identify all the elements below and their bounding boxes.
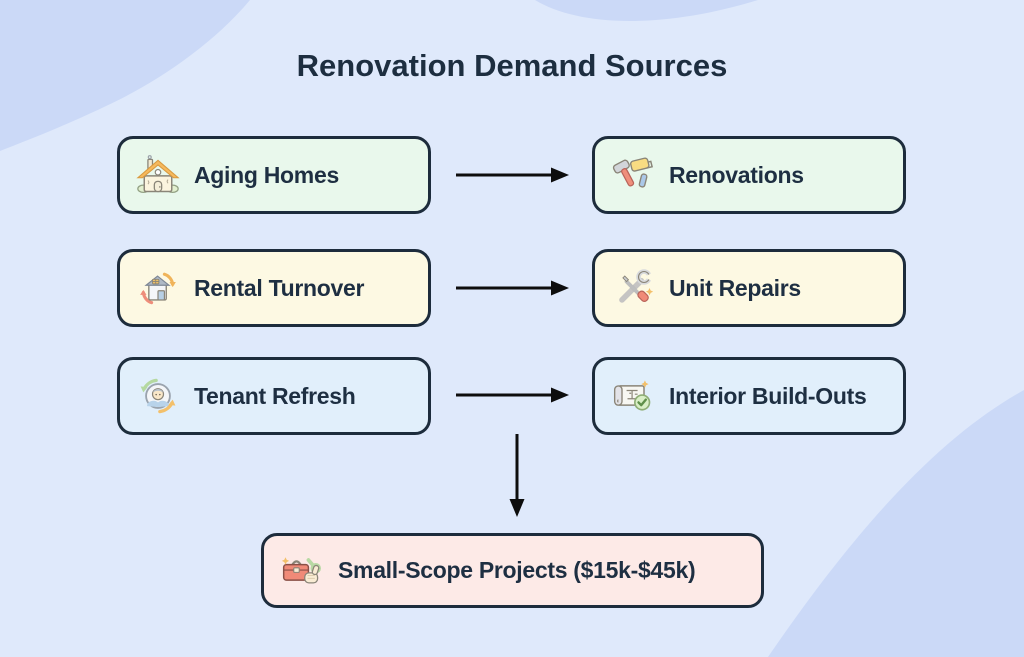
- box-label: Interior Build-Outs: [669, 382, 867, 409]
- aging-house-icon: [136, 153, 180, 197]
- box-unit-repairs: Unit Repairs: [592, 249, 906, 327]
- box-label: Tenant Refresh: [194, 382, 356, 409]
- box-label: Renovations: [669, 161, 804, 188]
- person-refresh-icon: [136, 374, 180, 418]
- box-rental-turnover: Rental Turnover: [117, 249, 431, 327]
- box-aging-homes: Aging Homes: [117, 136, 431, 214]
- box-small-scope-projects: Small-Scope Projects ($15k-$45k): [261, 533, 764, 608]
- diagram-title: Renovation Demand Sources: [296, 48, 728, 83]
- hammer-paint-roller-icon: [611, 153, 655, 197]
- toolbox-thumbs-up-icon: [280, 549, 324, 593]
- arrow-right-row3: [456, 387, 569, 403]
- blueprint-check-icon: [611, 374, 655, 418]
- box-renovations: Renovations: [592, 136, 906, 214]
- house-cycle-icon: [136, 266, 180, 310]
- arrow-right-row2: [456, 280, 569, 296]
- box-label: Unit Repairs: [669, 274, 801, 301]
- box-label: Rental Turnover: [194, 274, 365, 301]
- box-label: Aging Homes: [194, 161, 339, 188]
- box-interior-build-outs: Interior Build-Outs: [592, 357, 906, 435]
- box-label: Small-Scope Projects ($15k-$45k): [338, 557, 696, 583]
- crossed-tools-icon: [611, 266, 655, 310]
- box-tenant-refresh: Tenant Refresh: [117, 357, 431, 435]
- arrow-right-row1: [456, 167, 569, 183]
- arrow-down: [509, 434, 525, 517]
